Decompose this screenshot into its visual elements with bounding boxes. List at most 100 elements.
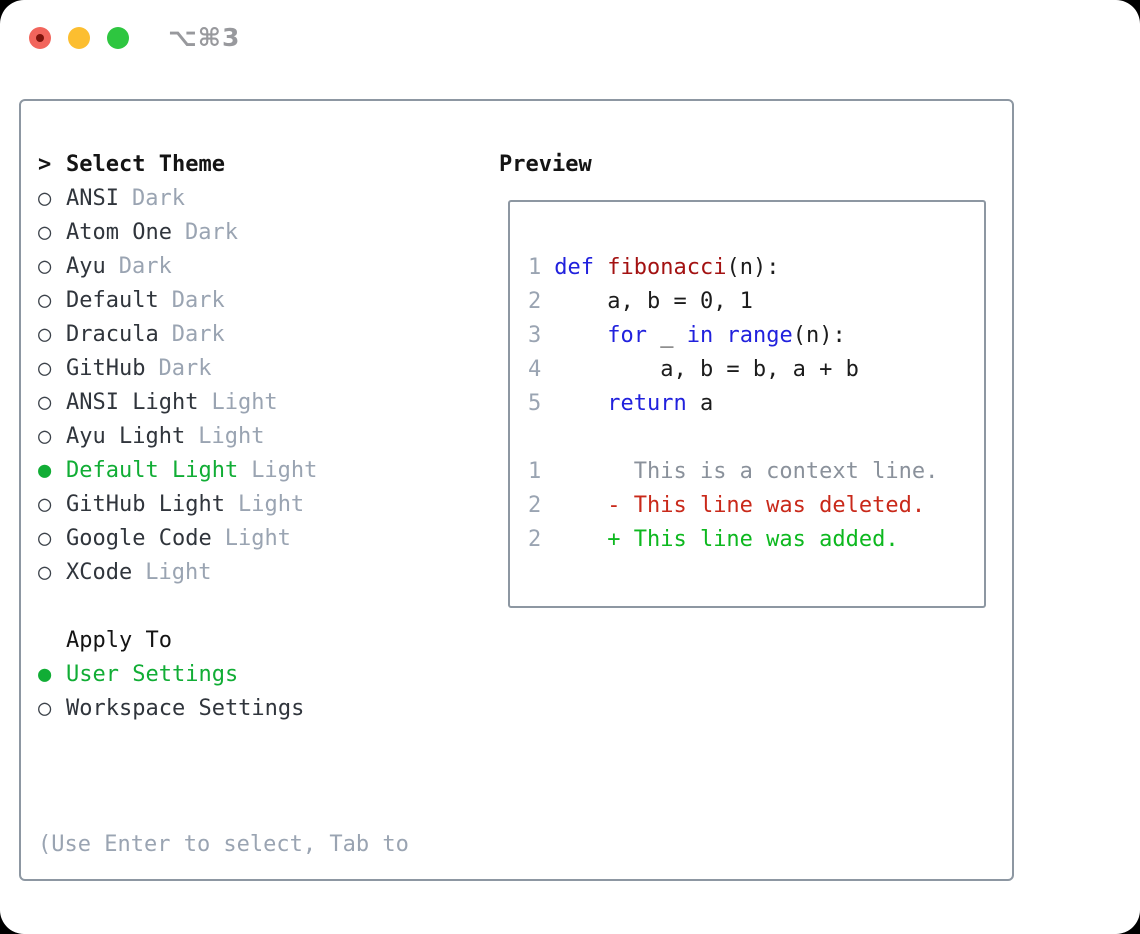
radio-icon: ○ xyxy=(38,322,52,347)
minimize-button[interactable] xyxy=(68,27,90,49)
theme-variant: Light xyxy=(198,424,265,449)
radio-icon: ○ xyxy=(38,696,52,721)
line-number: 4 xyxy=(528,357,542,382)
theme-variant: Light xyxy=(211,390,278,415)
theme-list-title: Select Theme xyxy=(66,152,225,177)
help-line-2: change focus) xyxy=(38,930,409,934)
theme-variant: Dark xyxy=(171,288,225,313)
code-segment: - This line was deleted. xyxy=(554,493,926,518)
theme-name: Dracula xyxy=(66,322,159,347)
code-segment: range xyxy=(726,323,793,348)
preview-title: Preview xyxy=(499,152,592,177)
diff-added-line: 2 + This line was added. xyxy=(528,523,984,557)
radio-icon: ○ xyxy=(38,492,52,517)
theme-variant: Dark xyxy=(118,254,172,279)
radio-icon: ○ xyxy=(38,390,52,415)
theme-variant: Dark xyxy=(171,322,225,347)
theme-variant: Dark xyxy=(158,356,212,381)
close-button[interactable] xyxy=(29,27,51,49)
line-number: 1 xyxy=(528,255,542,280)
code-segment: + This line was added. xyxy=(554,527,899,552)
line-number: 2 xyxy=(528,493,542,518)
theme-option-xcode[interactable]: ○ XCode Light xyxy=(38,556,317,590)
apply-option-label: User Settings xyxy=(66,662,239,687)
code-line: 3 for _ in range(n): xyxy=(528,319,984,353)
apply-option-workspace-settings[interactable]: ○ Workspace Settings xyxy=(38,692,304,726)
code-segment: for xyxy=(607,323,647,348)
theme-option-ansi-dark[interactable]: ○ ANSI Dark xyxy=(38,182,317,216)
diff-context-line: 1 This is a context line. xyxy=(528,455,984,489)
theme-name: Default Light xyxy=(66,458,239,483)
line-number: 2 xyxy=(528,289,542,314)
theme-option-ansi-light[interactable]: ○ ANSI Light Light xyxy=(38,386,317,420)
line-number: 1 xyxy=(528,459,542,484)
theme-name: GitHub Light xyxy=(66,492,225,517)
line-number: 3 xyxy=(528,323,542,348)
code-segment xyxy=(554,323,607,348)
theme-name: ANSI xyxy=(66,186,119,211)
code-segment: fibonacci xyxy=(607,255,727,280)
code-segment: This is a context line. xyxy=(554,459,939,484)
code-segment xyxy=(594,255,607,280)
code-line-blank xyxy=(528,421,984,455)
code-segment: in xyxy=(686,323,714,348)
radio-icon: ○ xyxy=(38,560,52,585)
window-shortcut-label: ⌥⌘3 xyxy=(168,23,241,52)
code-line: 5 return a xyxy=(528,387,984,421)
radio-icon: ○ xyxy=(38,254,52,279)
code-segment: return xyxy=(607,391,687,416)
code-segment: a xyxy=(686,391,714,416)
close-dot-icon xyxy=(36,34,44,42)
code-line: 1 def fibonacci(n): xyxy=(528,251,984,285)
radio-selected-icon: ● xyxy=(38,458,52,483)
theme-option-ayu-dark[interactable]: ○ Ayu Dark xyxy=(38,250,317,284)
theme-name: GitHub xyxy=(66,356,146,381)
theme-variant: Dark xyxy=(131,186,185,211)
theme-variant: Light xyxy=(237,492,305,517)
theme-option-github-light[interactable]: ○ GitHub Light Light xyxy=(38,488,317,522)
apply-option-user-settings[interactable]: ● User Settings xyxy=(38,658,304,692)
theme-option-dracula-dark[interactable]: ○ Dracula Dark xyxy=(38,318,317,352)
theme-name: ANSI Light xyxy=(66,390,199,415)
radio-icon: ○ xyxy=(38,356,52,381)
line-number: 5 xyxy=(528,391,542,416)
code-segment xyxy=(554,391,607,416)
code-segment: (n): xyxy=(726,255,780,280)
radio-selected-icon: ● xyxy=(38,662,52,687)
theme-variant: Light xyxy=(224,526,291,551)
theme-variant: Light xyxy=(145,560,212,585)
zoom-button[interactable] xyxy=(107,27,129,49)
theme-name: Ayu xyxy=(66,254,106,279)
help-text: (Use Enter to select, Tab to change focu… xyxy=(38,760,409,934)
diff-deleted-line: 2 - This line was deleted. xyxy=(528,489,984,523)
radio-icon: ○ xyxy=(38,526,52,551)
radio-icon: ○ xyxy=(38,424,52,449)
theme-name: XCode xyxy=(66,560,133,585)
radio-icon: ○ xyxy=(38,186,52,211)
apply-to-title: Apply To xyxy=(66,628,172,653)
theme-list-header: > Select Theme xyxy=(38,148,317,182)
apply-option-label: Workspace Settings xyxy=(66,696,305,721)
code-segment: _ xyxy=(646,323,687,348)
code-line: 4 a, b = b, a + b xyxy=(528,353,984,387)
apply-to-section: Apply To ● User Settings ○ Workspace Setti… xyxy=(38,624,304,726)
code-segment: def xyxy=(554,255,594,280)
theme-option-default-light-selected[interactable]: ● Default Light Light xyxy=(38,454,317,488)
cursor-icon: > xyxy=(38,152,52,177)
theme-option-github-dark[interactable]: ○ GitHub Dark xyxy=(38,352,317,386)
help-line-1: (Use Enter to select, Tab to xyxy=(38,832,409,857)
code-segment: (n): xyxy=(792,323,846,348)
theme-variant: Light xyxy=(251,458,318,483)
theme-name: Atom One xyxy=(66,220,172,245)
theme-variant: Dark xyxy=(184,220,238,245)
code-segment: a, b = b, a + b xyxy=(554,357,859,382)
theme-name: Default xyxy=(66,288,159,313)
code-segment xyxy=(713,323,726,348)
code-segment: a, b = 0, 1 xyxy=(554,289,753,314)
